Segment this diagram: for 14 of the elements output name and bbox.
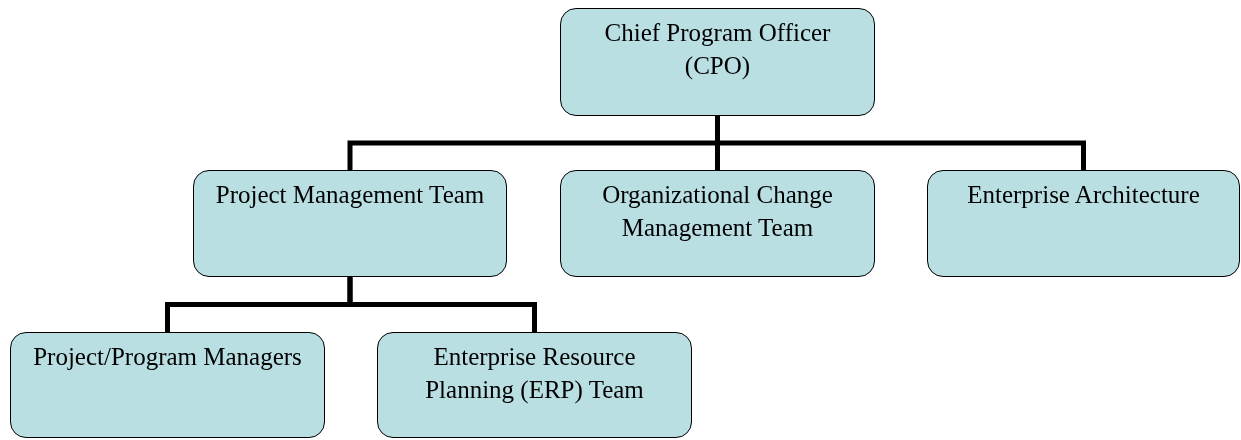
box-label: Project Management Team (214, 180, 486, 210)
box-label: Enterprise Resource Planning (ERP) Team (424, 342, 645, 406)
org-box (927, 170, 1240, 277)
box-label: Chief Program Officer (CPO) (603, 18, 832, 81)
box-label: Project/Program Managers (32, 342, 303, 372)
org-box (193, 170, 507, 277)
org-box (10, 332, 325, 438)
org-box (377, 332, 692, 438)
box-label: Enterprise Architecture (966, 180, 1201, 210)
box-label: Organizational Change Management Team (601, 180, 834, 243)
connector-line (347, 277, 537, 332)
connector-line (715, 116, 1086, 170)
org-box (560, 8, 875, 116)
org-box (560, 170, 875, 277)
